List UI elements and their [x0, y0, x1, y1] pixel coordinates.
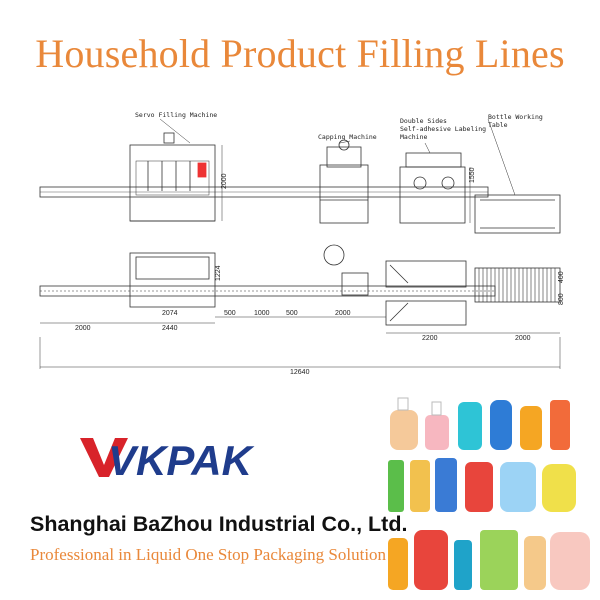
elevation-capping-machine	[319, 164, 369, 224]
bottle-blue-white	[435, 458, 457, 512]
filling-line-drawing: Servo Filling Machine Capping Machine Do…	[39, 111, 565, 376]
dim-500-a: 500	[224, 310, 236, 317]
plan-labeler-top	[385, 260, 467, 288]
plan-servo-filler	[129, 252, 216, 308]
dim-2000-right: 2000	[515, 335, 531, 342]
bottle-red-toilet	[465, 462, 493, 512]
label-table-1: Bottle Working	[488, 113, 543, 121]
label-servo-filling: Servo Filling Machine	[135, 111, 217, 119]
bottle-red-jug	[414, 530, 448, 590]
bottle-orange-cone	[388, 538, 408, 590]
dim-table-width-b: 800	[558, 293, 565, 305]
elevation-servo-filler	[129, 144, 216, 222]
label-table-2: Table	[488, 121, 508, 129]
dim-2074: 2074	[162, 310, 178, 317]
plan-bottle-table	[474, 267, 561, 303]
dim-total: 12640	[290, 369, 310, 376]
label-labeling-2: Self-adhesive Labeling	[400, 125, 486, 133]
plan-capping-turret	[323, 244, 345, 266]
bottle-green-tall	[388, 460, 404, 512]
label-labeling-3: Machine	[400, 133, 427, 141]
dim-table-width-a: 400	[558, 271, 565, 283]
bottle-yellow-trigger	[542, 464, 576, 512]
dim-2000-mid: 2000	[335, 310, 351, 317]
dim-filler-height: 2000	[221, 173, 228, 189]
elevation-labeling-machine	[399, 166, 466, 224]
bottle-pump-beige	[390, 410, 418, 450]
dim-plan-filler-height: 1224	[215, 265, 222, 281]
dim-500-b: 500	[286, 310, 298, 317]
bottle-light-blue-spray	[500, 462, 536, 512]
dim-2440: 2440	[162, 325, 178, 332]
bottle-orange	[520, 406, 542, 450]
bottle-pink-gallon	[550, 532, 590, 590]
page-title: Household Product Filling Lines	[35, 31, 565, 76]
bottle-yellow-spray	[410, 460, 430, 512]
dim-2200: 2200	[422, 335, 438, 342]
dim-2000-left: 2000	[75, 325, 91, 332]
bottle-row-1	[390, 397, 570, 450]
plan-table-stripes	[478, 268, 556, 302]
bottle-red	[550, 400, 570, 450]
bottle-cyan	[458, 402, 482, 450]
bottle-cyan-slim	[454, 540, 472, 590]
dim-labeler-height: 1550	[469, 167, 476, 183]
bottle-pump-pink	[425, 415, 449, 450]
label-labeling-1: Double Sides	[400, 117, 447, 125]
dim-1000: 1000	[254, 310, 270, 317]
logo-v-mark	[80, 438, 128, 477]
bottle-row-3	[388, 530, 590, 590]
bottle-green-jerrycan	[480, 530, 518, 590]
plan-labeler-bottom	[385, 300, 467, 326]
vkpak-logo: VKPAK	[80, 437, 255, 480]
company-name: Shanghai BaZhou Industrial Co., Ltd.	[30, 512, 408, 536]
company-tagline: Professional in Liquid One Stop Packagin…	[30, 545, 387, 564]
label-capping: Capping Machine	[318, 133, 377, 141]
logo-text: VKPAK	[108, 437, 255, 480]
bottle-blue	[490, 400, 512, 450]
bottle-row-2	[388, 458, 576, 512]
bottle-peach	[524, 536, 546, 590]
product-bottles	[388, 397, 590, 590]
elevation-bottle-working-table	[474, 194, 561, 234]
